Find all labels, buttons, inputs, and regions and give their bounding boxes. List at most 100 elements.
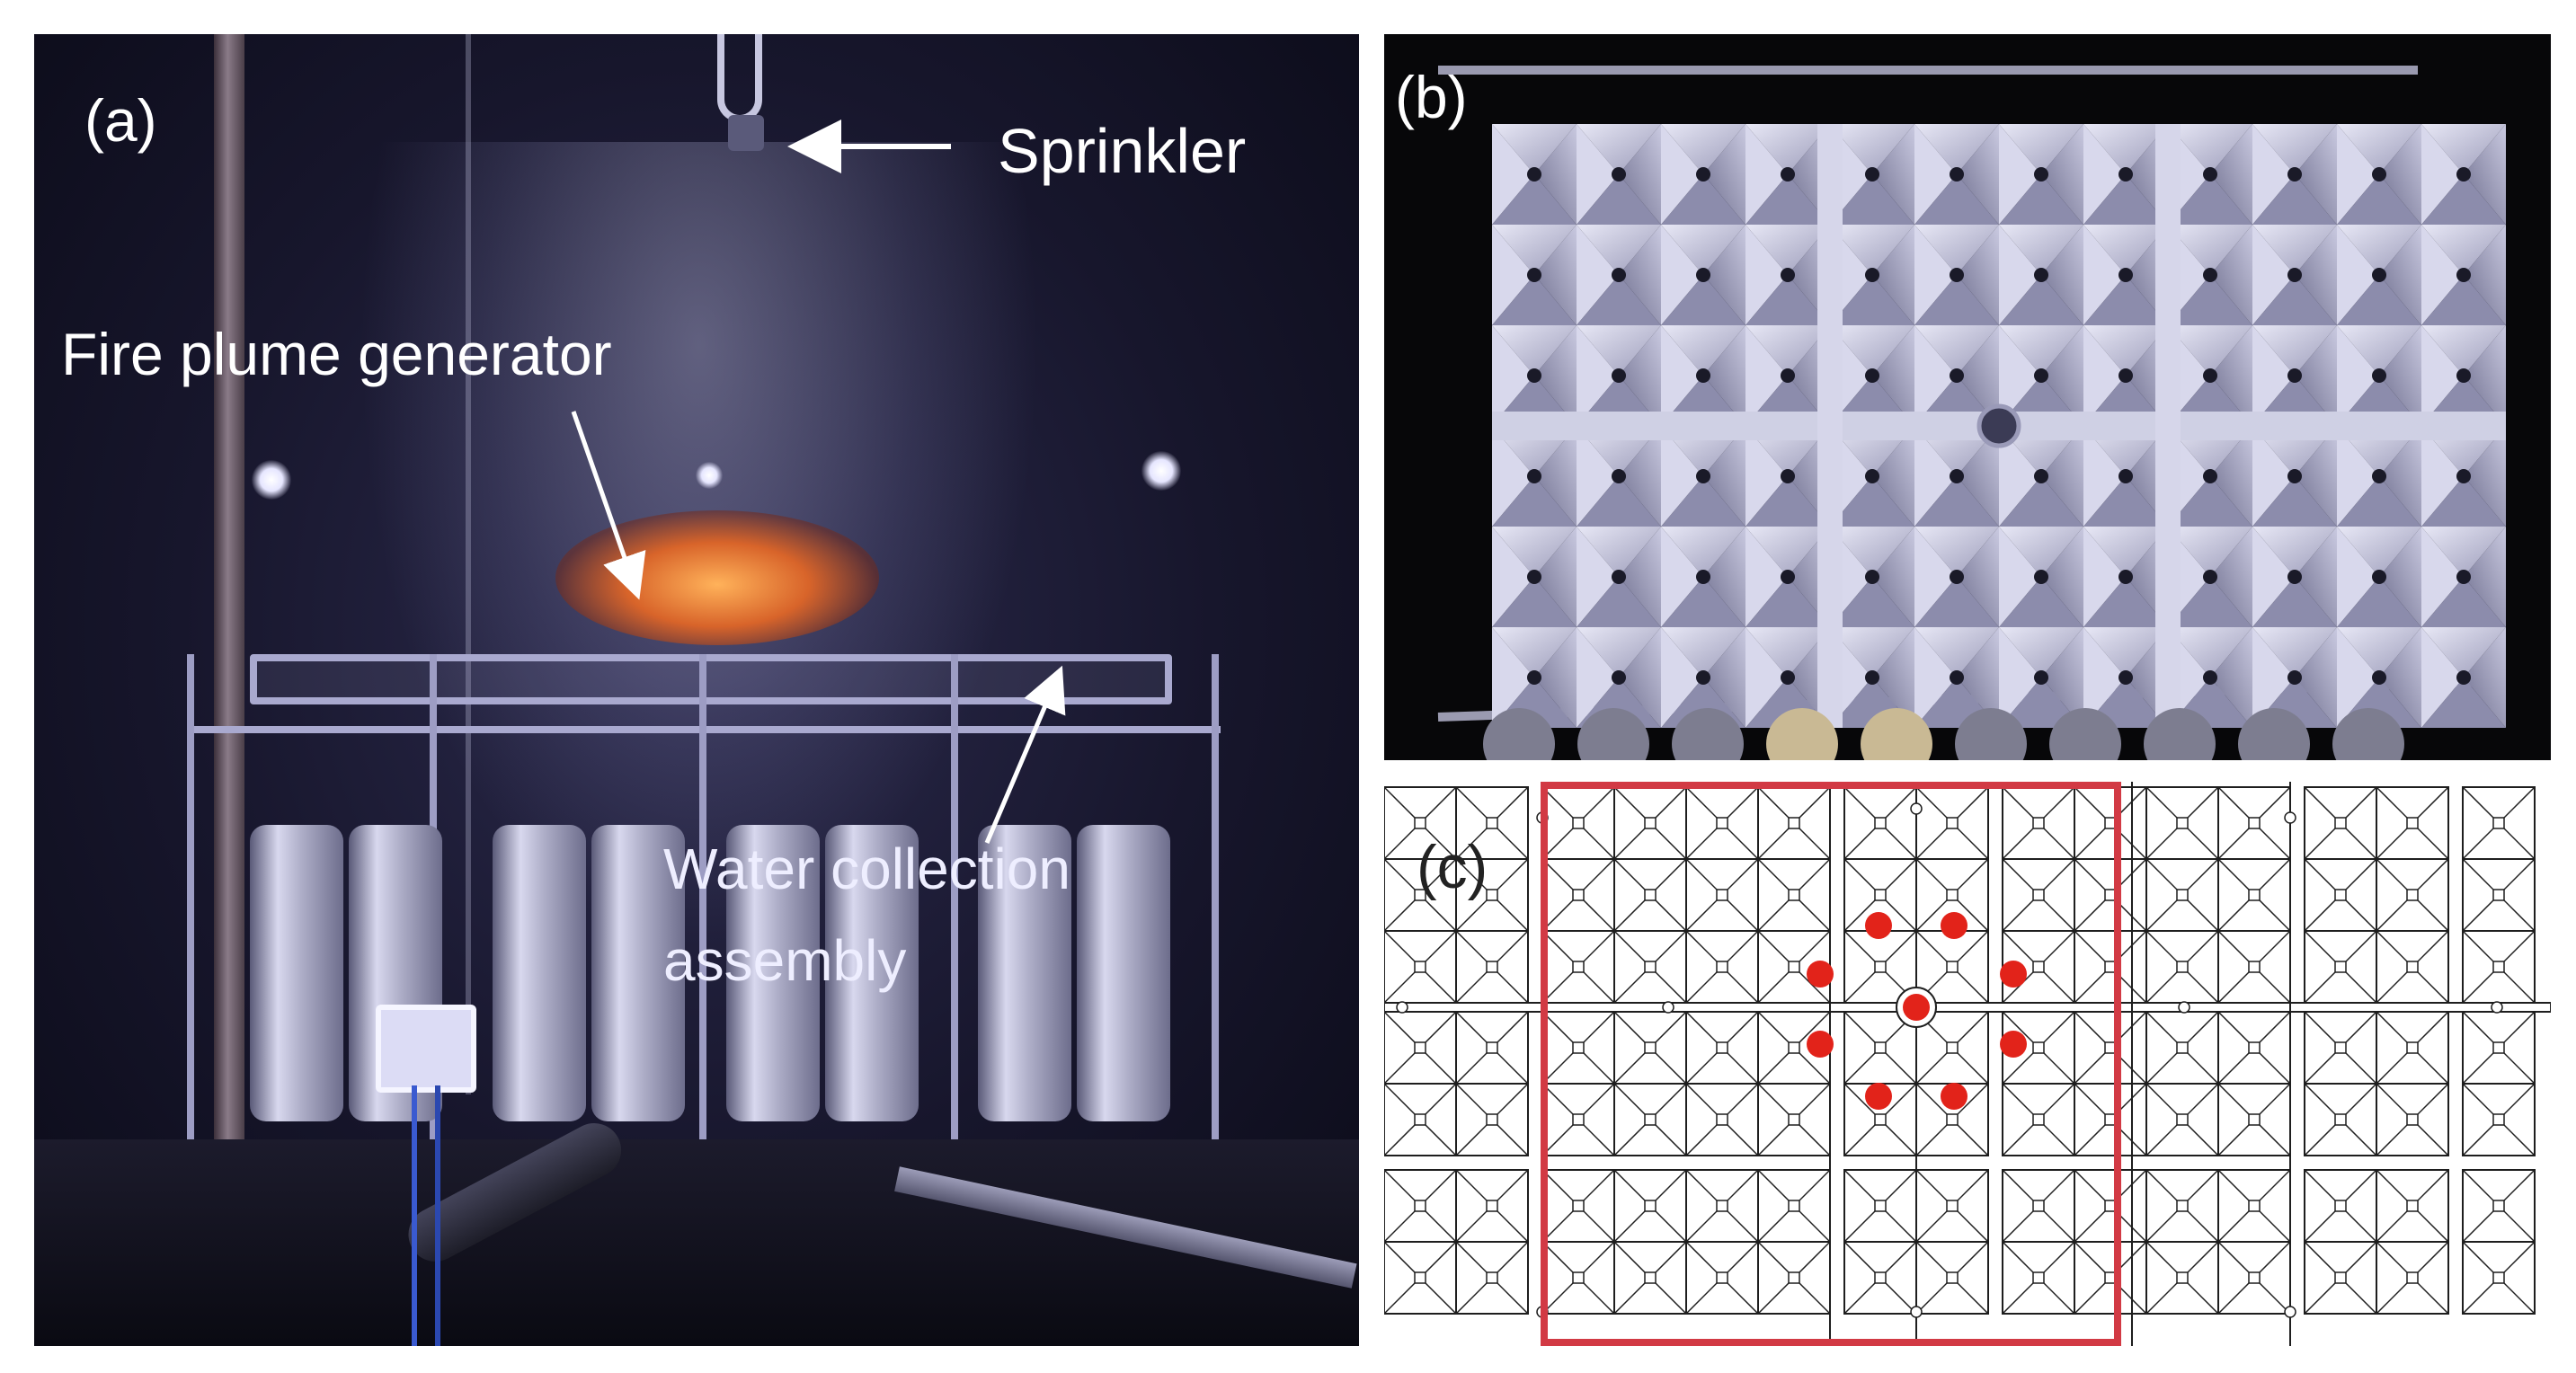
- pan-facet: [2464, 527, 2506, 627]
- pan-facet: [2083, 124, 2126, 225]
- pan-drain: [1527, 570, 1541, 584]
- frame-leg: [699, 654, 706, 1157]
- pan-facet: [1492, 325, 1577, 376]
- pan-drain: [2034, 368, 2048, 383]
- collection-container-lid: [1766, 708, 1838, 760]
- pan-facet: [2083, 325, 2168, 376]
- pan-facet: [2041, 426, 2083, 527]
- pan-facet: [2421, 627, 2506, 678]
- pan-facet: [1999, 426, 2041, 527]
- pan-facet: [2168, 476, 2252, 527]
- pan-facet: [1745, 476, 1830, 527]
- pan-facet: [1957, 124, 1999, 225]
- pan-facet: [2464, 225, 2506, 325]
- pan-facet: [1661, 225, 1745, 275]
- pan-facet: [2421, 225, 2506, 275]
- pan-drain: [2406, 1041, 2419, 1054]
- pan-drain: [1865, 570, 1879, 584]
- pan-facet: [1830, 527, 1914, 577]
- pan-facet: [2337, 527, 2421, 577]
- pan-drain: [1781, 268, 1795, 282]
- pan-facet: [1577, 527, 1661, 577]
- pan-facet: [2083, 627, 2168, 678]
- pan-facet: [1577, 577, 1661, 627]
- pan-facet: [1914, 476, 1999, 527]
- pan-facet: [1577, 476, 1661, 527]
- pan-drain: [1612, 570, 1626, 584]
- pan-drain: [1527, 368, 1541, 383]
- pan-facet: [1661, 174, 1745, 225]
- pan-facet: [1999, 325, 2041, 426]
- pan-drain: [1716, 1271, 1728, 1284]
- pan-drain: [1414, 1113, 1426, 1126]
- collection-tank: [1077, 825, 1170, 1121]
- pan-cell: [2462, 1241, 2536, 1315]
- pan-drain: [2334, 961, 2347, 973]
- pan-facet: [2210, 325, 2252, 426]
- pan-facet: [2295, 527, 2337, 627]
- pan-drain: [1486, 817, 1498, 829]
- pan-drain: [1572, 961, 1585, 973]
- pan-drain: [1644, 1200, 1657, 1212]
- pan-drain: [2248, 1200, 2261, 1212]
- fastener-hole: [2284, 811, 2296, 824]
- pan-facet: [2421, 527, 2464, 627]
- pan-drain: [1950, 167, 1964, 182]
- pan-facet: [1661, 325, 1703, 426]
- pan-facet: [2083, 124, 2168, 174]
- pan-drain: [1414, 1041, 1426, 1054]
- pan-facet: [2252, 325, 2295, 426]
- pan-drain: [1781, 167, 1795, 182]
- pan-facet: [2337, 225, 2379, 325]
- pan-drain: [1716, 1041, 1728, 1054]
- pan-facet: [1999, 527, 2041, 627]
- pan-facet: [2252, 527, 2295, 627]
- pan-drain: [1696, 670, 1710, 685]
- pan-drain: [1874, 1271, 1887, 1284]
- pan-drain: [1950, 368, 1964, 383]
- pan-facet: [2210, 527, 2252, 627]
- pan-cell: [1455, 1241, 1529, 1315]
- pan-facet: [2379, 124, 2421, 225]
- pan-drain: [1865, 368, 1879, 383]
- pan-facet: [2252, 577, 2337, 627]
- pan-facet: [2337, 627, 2379, 728]
- center-fitting: [1976, 403, 2021, 448]
- pan-facet: [1703, 124, 1745, 225]
- pan-facet: [1999, 225, 2041, 325]
- pan-facet: [1703, 527, 1745, 627]
- pan-drain: [2334, 1200, 2347, 1212]
- pan-drain: [1486, 1200, 1498, 1212]
- pan-drain: [1946, 889, 1959, 901]
- fire-arrow: [571, 411, 646, 600]
- pan-facet: [1745, 225, 1830, 275]
- pan-drain: [2456, 469, 2471, 483]
- pan-drain: [2372, 268, 2386, 282]
- pan-drain: [2372, 167, 2386, 182]
- pan-drain: [2203, 268, 2217, 282]
- pan-drain: [2032, 889, 2045, 901]
- pan-facet: [2041, 325, 2083, 426]
- pan-facet: [1492, 527, 1577, 577]
- pan-drain: [2119, 670, 2133, 685]
- collection-container-lid: [2238, 708, 2310, 760]
- pan-facet: [2295, 325, 2337, 426]
- pan-facet: [2252, 627, 2295, 728]
- pan-drain: [2492, 817, 2505, 829]
- pan-facet: [1745, 627, 1788, 728]
- measurement-point-dot: [2000, 961, 2027, 988]
- pan-drain: [1644, 1271, 1657, 1284]
- pan-facet: [1492, 426, 1534, 527]
- pan-drain: [1572, 1271, 1585, 1284]
- pan-drain: [2492, 1113, 2505, 1126]
- pan-drain: [1612, 670, 1626, 685]
- pan-drain: [2492, 1200, 2505, 1212]
- pan-facet: [2421, 678, 2506, 728]
- pan-drain: [2287, 570, 2302, 584]
- pan-facet: [1914, 627, 1957, 728]
- pan-facet: [2421, 225, 2464, 325]
- pan-facet: [1872, 124, 1914, 225]
- pan-facet: [1830, 577, 1914, 627]
- pan-facet: [2083, 426, 2126, 527]
- pan-facet: [2337, 225, 2421, 275]
